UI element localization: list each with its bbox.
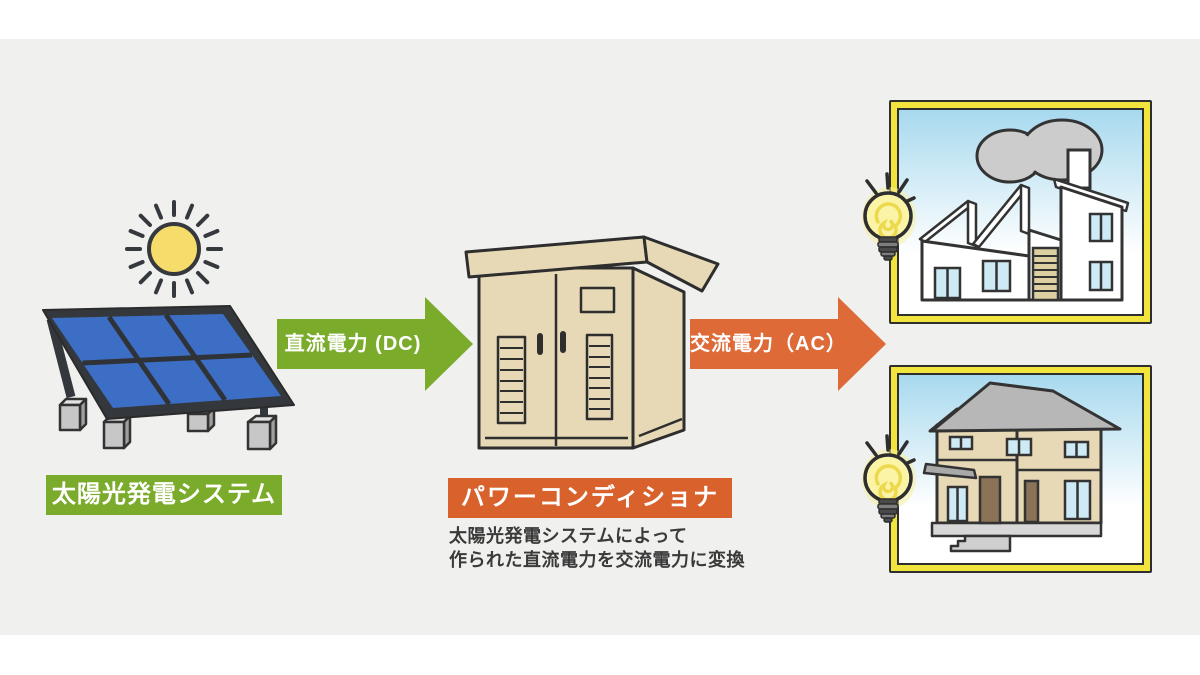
solar-system-label: 太陽光発電システム [46, 475, 282, 515]
cabinet-roof-side [642, 235, 720, 293]
sun-circle [147, 222, 201, 276]
ac-arrow-shape [690, 297, 886, 391]
factory-shutter-door [1031, 246, 1060, 302]
power-conditioner-caption: 太陽光発電システムによって 作られた直流電力を交流電力に変換 [449, 524, 745, 572]
house-door [978, 475, 1002, 525]
house-illustration [899, 375, 1142, 563]
house-card-inner [897, 373, 1144, 565]
caption-line-1: 太陽光発電システムによって [449, 526, 688, 546]
dc-arrow: 直流電力 (DC) [277, 297, 475, 391]
power-conditioner-label: パワーコンディショナ [448, 478, 732, 518]
house-steps [949, 534, 1012, 553]
lightbulb-icon [862, 172, 916, 261]
solar-panel-illustration [42, 305, 295, 451]
vent-slats [500, 345, 610, 414]
cabinet-left-vent [496, 335, 527, 425]
ac-arrow-label: 交流電力（AC） [690, 333, 847, 355]
house-foundation [930, 521, 1103, 538]
sun-icon [125, 200, 223, 298]
panel-grid-lines [82, 313, 253, 406]
cabinet-side [631, 266, 686, 450]
ac-arrow: 交流電力（AC） [690, 297, 888, 391]
cabinet-nameplate [579, 286, 616, 314]
lightbulb-icon [862, 434, 916, 523]
sun-rays [125, 200, 223, 298]
panel-rear-leg [46, 317, 76, 399]
factory-windows [933, 212, 1114, 300]
cabinet-base-line-side [638, 417, 683, 438]
power-conditioner-illustration [464, 235, 720, 450]
factory-illustration [899, 110, 1142, 314]
house-card [889, 365, 1152, 573]
house-awning [922, 462, 978, 480]
house-door-secondary [1023, 479, 1040, 524]
lightbulb-base [877, 236, 899, 261]
factory-card [889, 100, 1152, 324]
house-main-roof [930, 381, 1122, 433]
dc-arrow-shape [277, 297, 473, 391]
dc-arrow-label: 直流電力 (DC) [284, 333, 422, 355]
caption-line-2: 作られた直流電力を交流電力に変換 [449, 550, 745, 570]
factory-chimney [1066, 148, 1092, 190]
cabinet-handle-left [537, 333, 543, 355]
house-windows [946, 435, 1092, 523]
lightbulb-base [877, 498, 899, 523]
factory-card-inner [897, 108, 1144, 316]
cabinet-handle-right [560, 331, 566, 353]
cabinet-right-vent [585, 333, 614, 421]
